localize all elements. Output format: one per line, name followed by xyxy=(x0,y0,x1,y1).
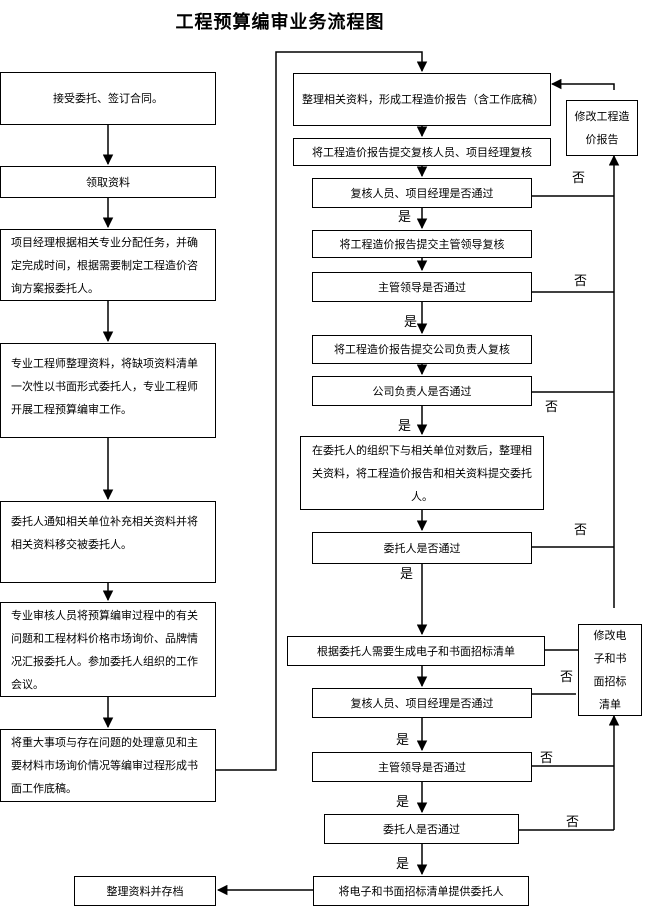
yes-label: 是 xyxy=(396,857,410,872)
left-step-3: 项目经理根据相关专业分配任务，并确定完成时间，根据需要制定工程造价咨询方案报委托… xyxy=(0,229,216,301)
archive-box: 整理资料并存档 xyxy=(74,876,216,906)
page-title: 工程预算编审业务流程图 xyxy=(175,12,385,33)
right-step-5: 在委托人的组织下与相关单位对数后，整理相关资料，将工程造价报告和相关资料提交委托… xyxy=(300,436,544,510)
fb-revise-report xyxy=(550,78,615,90)
right-decision-1: 复核人员、项目经理是否通过 xyxy=(312,178,532,208)
right-decision-3: 公司负责人是否通过 xyxy=(312,376,532,406)
no-label: 否 xyxy=(574,523,588,538)
right-decision-6: 主管领导是否通过 xyxy=(312,752,532,782)
no-label: 否 xyxy=(540,751,554,766)
right-step-2: 将工程造价报告提交复核人员、项目经理复核 xyxy=(293,138,551,166)
yes-label: 是 xyxy=(398,419,412,434)
yes-label: 是 xyxy=(404,315,418,330)
revise-report-box: 修改工程造价报告 xyxy=(566,100,638,156)
left-step-6: 专业审核人员将预算编审过程中的有关问题和工程材料价格市场询价、品牌情况汇报委托人… xyxy=(0,602,216,697)
yes-label: 是 xyxy=(396,795,410,810)
right-decision-7: 委托人是否通过 xyxy=(324,814,519,844)
no-label: 否 xyxy=(574,274,588,289)
no-label: 否 xyxy=(566,815,580,830)
left-step-5: 委托人通知相关单位补充相关资料并将相关资料移交被委托人。 xyxy=(0,501,216,583)
right-step-7: 将电子和书面招标清单提供委托人 xyxy=(313,876,529,906)
yes-label: 是 xyxy=(396,733,410,748)
right-decision-4: 委托人是否通过 xyxy=(312,532,532,564)
arrow-left-to-right xyxy=(216,51,428,771)
right-decision-5: 复核人员、项目经理是否通过 xyxy=(312,688,532,718)
left-step-7: 将重大事项与存在问题的处理意见和主要材料市场询价情况等编审过程形成书面工作底稿。 xyxy=(0,729,216,802)
right-decision-2: 主管领导是否通过 xyxy=(312,272,532,302)
right-step-3: 将工程造价报告提交主管领导复核 xyxy=(312,230,532,258)
left-step-1: 接受委托、签订合同。 xyxy=(0,72,216,125)
no-label: 否 xyxy=(560,670,574,685)
right-step-6: 根据委托人需要生成电子和书面招标清单 xyxy=(287,636,545,666)
no-label: 否 xyxy=(545,400,559,415)
left-step-2: 领取资料 xyxy=(0,166,216,198)
yes-label: 是 xyxy=(398,210,412,225)
yes-label: 是 xyxy=(400,567,414,582)
right-step-1: 整理相关资料，形成工程造价报告（含工作底稿） xyxy=(293,73,551,126)
left-step-4: 专业工程师整理资料，将缺项资料清单一次性以书面形式委托人，专业工程师开展工程预算… xyxy=(0,343,216,438)
no-label: 否 xyxy=(572,171,586,186)
revise-list-box: 修改电子和书面招标清单 xyxy=(578,624,642,716)
right-step-4: 将工程造价报告提交公司负责人复核 xyxy=(312,335,532,364)
